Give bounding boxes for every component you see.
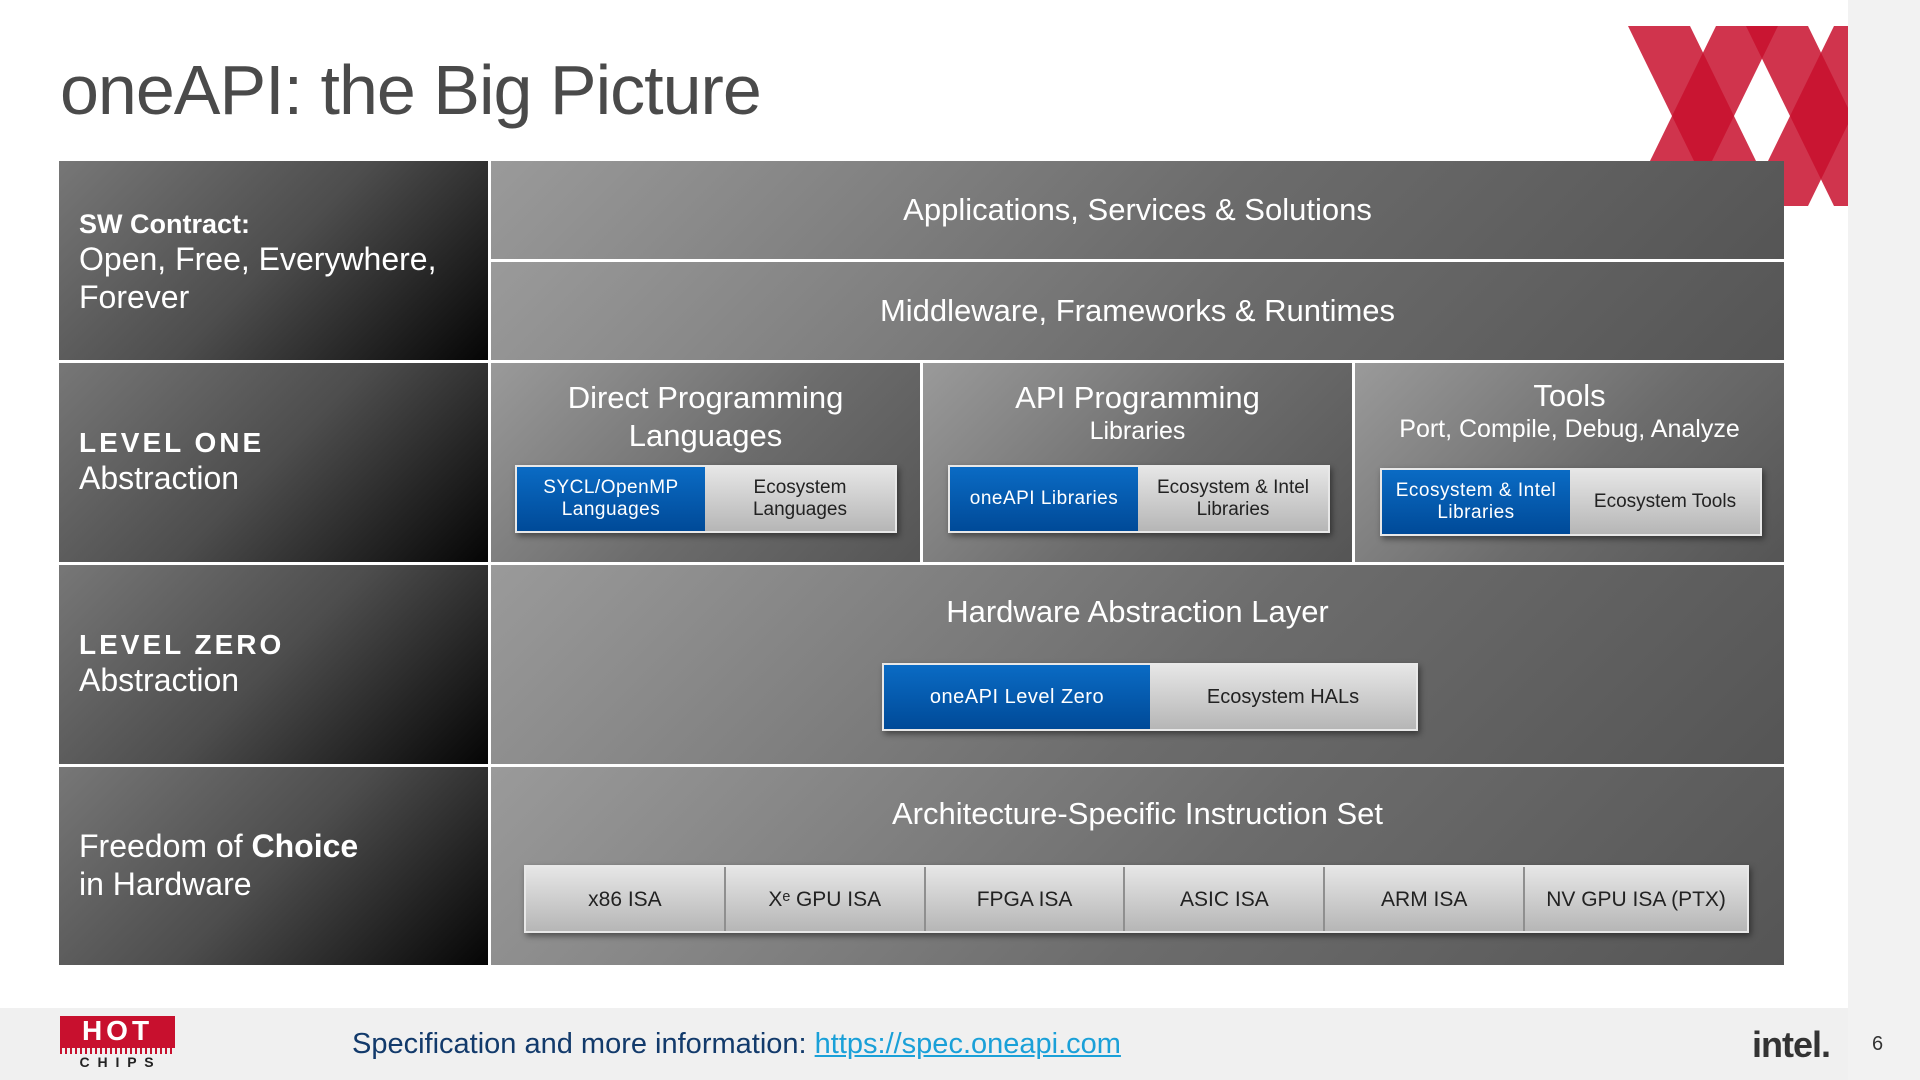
sycl-label-1: SYCL/OpenMP: [543, 477, 679, 498]
api-subheading: Libraries: [1089, 417, 1186, 445]
row-label-level-one: LEVEL ONE Abstraction: [59, 363, 488, 562]
middleware-layer: Middleware, Frameworks & Runtimes: [491, 262, 1784, 360]
tools-subheading: Port, Compile, Debug, Analyze: [1399, 415, 1740, 443]
sw-contract-line1: Open, Free, Everywhere,: [79, 241, 437, 277]
spec-link[interactable]: https://spec.oneapi.com: [814, 1028, 1121, 1060]
freedom-line2: in Hardware: [79, 866, 252, 902]
direct-heading-2: Languages: [628, 418, 783, 453]
hot-chips-logo-icon: HOT C H I P S: [60, 1016, 175, 1070]
tools-blue-label-1: Ecosystem & Intel: [1395, 480, 1557, 501]
freedom-pre: Freedom of: [79, 828, 252, 864]
eco-intel-lib-label-2: Libraries: [1196, 499, 1270, 520]
footer-bar: [0, 1008, 1848, 1080]
ecosystem-hals: Ecosystem HALs: [1150, 665, 1416, 729]
middleware-label: Middleware, Frameworks & Runtimes: [879, 293, 1396, 328]
tools-blue-label-2: Libraries: [1437, 502, 1515, 523]
footer-text: Specification and more information: http…: [352, 1028, 1121, 1061]
oneapi-level-zero: oneAPI Level Zero: [884, 665, 1150, 729]
row-label-level-zero: LEVEL ZERO Abstraction: [59, 565, 488, 764]
freedom-bold: Choice: [251, 828, 359, 864]
isa-strip: x86 ISA Xᵉ GPU ISA FPGA ISA ASIC ISA ARM…: [524, 865, 1749, 933]
applications-layer: Applications, Services & Solutions: [491, 161, 1784, 259]
isa-xe-gpu: Xᵉ GPU ISA: [725, 867, 926, 931]
isa-fpga: FPGA ISA: [925, 867, 1126, 931]
hal-box: oneAPI Level Zero Ecosystem HALs: [882, 663, 1418, 731]
eco-lang-label-1: Ecosystem: [753, 477, 847, 498]
isa-arm: ARM ISA: [1325, 867, 1526, 931]
direct-heading-1: Direct Programming: [567, 380, 844, 415]
api-heading: API Programming: [1015, 380, 1260, 415]
isa-nv-gpu: NV GPU ISA (PTX): [1525, 867, 1747, 931]
ecosystem-tools: Ecosystem Tools: [1570, 470, 1760, 534]
isa-heading: Architecture-Specific Instruction Set: [891, 796, 1384, 831]
row-label-sw-contract: SW Contract: Open, Free, Everywhere, For…: [59, 161, 488, 360]
applications-label: Applications, Services & Solutions: [903, 192, 1372, 227]
isa-x86: x86 ISA: [526, 867, 726, 931]
oneapi-libraries: oneAPI Libraries: [950, 467, 1138, 531]
right-margin: [1848, 0, 1920, 1080]
row-label-freedom: Freedom of Choice in Hardware: [59, 767, 488, 965]
page-number: 6: [1872, 1033, 1884, 1055]
hotchips-bottom: C H I P S: [79, 1054, 156, 1070]
sycl-label-2: Languages: [561, 499, 661, 520]
hotchips-top: HOT: [60, 1016, 175, 1046]
eco-intel-lib-label-1: Ecosystem & Intel: [1156, 477, 1310, 498]
level-zero-heading: LEVEL ZERO: [79, 629, 285, 660]
level-zero-sub: Abstraction: [79, 662, 240, 698]
tools-heading: Tools: [1533, 378, 1606, 413]
slide: oneAPI: the Big Picture SW Contract: Ope…: [0, 26, 1848, 1080]
level-one-heading: LEVEL ONE: [79, 427, 265, 458]
sw-contract-line2: Forever: [79, 279, 190, 315]
isa-asic: ASIC ISA: [1125, 867, 1326, 931]
footer-label: Specification and more information:: [352, 1028, 815, 1060]
eco-lang-label-2: Languages: [752, 499, 848, 520]
sw-contract-heading: SW Contract:: [79, 209, 250, 239]
hal-heading: Hardware Abstraction Layer: [946, 594, 1329, 629]
page-title: oneAPI: the Big Picture: [60, 51, 762, 129]
level-one-sub: Abstraction: [79, 460, 240, 496]
intel-logo: intel.: [1752, 1024, 1831, 1065]
